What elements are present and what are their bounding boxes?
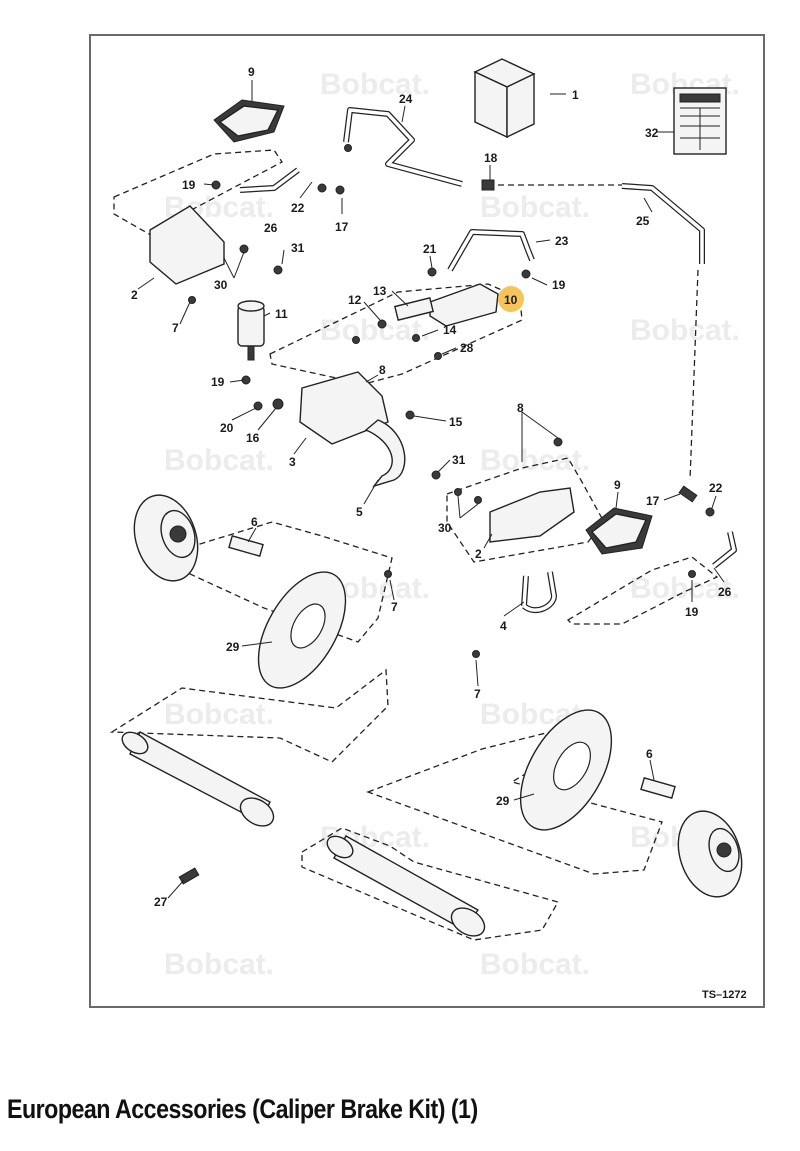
- callout-19: 19: [685, 605, 699, 619]
- callout-3: 3: [289, 455, 296, 469]
- studs: [228, 534, 676, 800]
- axle-sleeves: [121, 731, 486, 937]
- page-title: European Accessories (Caliper Brake Kit)…: [7, 1094, 478, 1124]
- callout-6: 6: [646, 747, 653, 761]
- assembly-outlines: [109, 149, 719, 941]
- watermark: Bobcat.: [164, 698, 274, 731]
- callout-32: 32: [645, 126, 659, 140]
- callout-1: 1: [572, 88, 579, 102]
- callout-18: 18: [484, 151, 498, 165]
- watermark: Bobcat.: [320, 68, 430, 101]
- manual-document: [673, 87, 727, 155]
- callout-30: 30: [214, 278, 228, 292]
- callout-26: 26: [264, 221, 278, 235]
- callout-20: 20: [220, 421, 234, 435]
- fluid-reservoir: [237, 300, 265, 361]
- watermark: Bobcat.: [480, 444, 590, 477]
- callout-19: 19: [211, 375, 225, 389]
- watermark: Bobcat.: [164, 444, 274, 477]
- brake-discs: [257, 571, 613, 831]
- callout-15: 15: [449, 415, 463, 429]
- callout-19: 19: [182, 178, 196, 192]
- callout-26: 26: [718, 585, 732, 599]
- callout-24: 24: [399, 92, 413, 106]
- callout-8: 8: [379, 363, 386, 377]
- callout-29: 29: [496, 794, 510, 808]
- callout-22: 22: [709, 481, 723, 495]
- callout-17: 17: [646, 494, 660, 508]
- callout-2: 2: [131, 288, 138, 302]
- watermark: Bobcat.: [630, 572, 740, 605]
- callout-30: 30: [438, 521, 452, 535]
- callout-6: 6: [251, 515, 258, 529]
- callout-31: 31: [291, 241, 305, 255]
- callout-labels: 1 32 9 24 18 25 21 23 19 19 22 17 26 31 …: [131, 65, 732, 909]
- callout-13: 13: [373, 284, 387, 298]
- watermark: Bobcat.: [630, 314, 740, 347]
- exploded-parts-diagram: Bobcat. Bobcat. Bobcat. Bobcat. Bobcat. …: [89, 34, 765, 1008]
- caliper-pads: [213, 99, 653, 555]
- callout-9: 9: [614, 478, 621, 492]
- callout-2: 2: [475, 547, 482, 561]
- callout-9: 9: [248, 65, 255, 79]
- callout-31: 31: [452, 453, 466, 467]
- callout-7: 7: [474, 687, 481, 701]
- callout-28: 28: [460, 341, 474, 355]
- callout-5: 5: [356, 505, 363, 519]
- brake-lines: [239, 107, 737, 569]
- callout-10: 10: [504, 293, 518, 307]
- highlight-marker: [498, 286, 524, 312]
- callout-16: 16: [246, 431, 260, 445]
- master-cylinder: [377, 283, 499, 360]
- brackets: [149, 205, 575, 543]
- small-parts: [178, 144, 715, 885]
- callout-11: 11: [275, 307, 288, 321]
- callout-23: 23: [555, 234, 569, 248]
- callout-29: 29: [226, 640, 240, 654]
- callout-22: 22: [291, 201, 305, 215]
- callout-7: 7: [391, 600, 398, 614]
- callout-21: 21: [423, 242, 437, 256]
- callout-27: 27: [154, 895, 168, 909]
- callout-8: 8: [517, 401, 524, 415]
- callout-25: 25: [636, 214, 650, 228]
- watermark: Bobcat.: [164, 948, 274, 981]
- callout-14: 14: [443, 323, 457, 337]
- callout-17: 17: [335, 220, 349, 234]
- callout-19: 19: [552, 278, 566, 292]
- leader-lines: [137, 80, 725, 899]
- callout-4: 4: [500, 619, 507, 633]
- callout-7: 7: [172, 321, 179, 335]
- part-box: [473, 58, 536, 139]
- diagram-canvas: Bobcat. Bobcat. Bobcat. Bobcat. Bobcat. …: [109, 58, 747, 1001]
- watermark: Bobcat.: [480, 191, 590, 224]
- figure-code: TS–1272: [702, 989, 747, 1001]
- callout-12: 12: [348, 293, 362, 307]
- wheel-hubs: [133, 494, 743, 898]
- watermark: Bobcat.: [480, 948, 590, 981]
- watermark: Bobcat.: [320, 314, 430, 347]
